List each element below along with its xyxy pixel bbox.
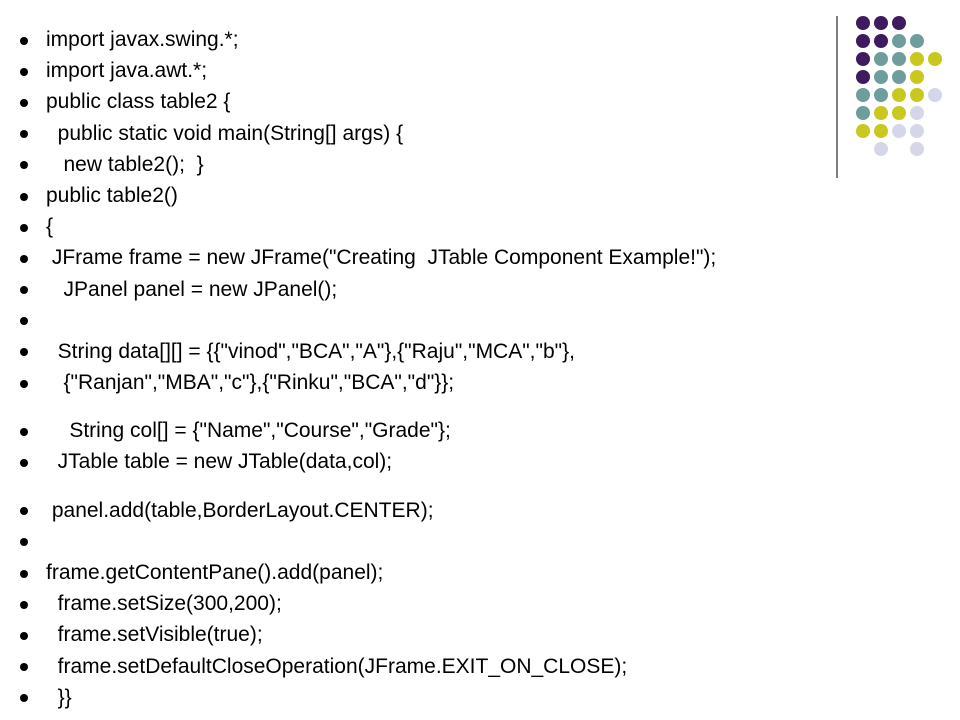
code-line-4: public static void main(String[] args) { bbox=[20, 118, 820, 149]
decorative-dot-teal bbox=[892, 70, 906, 84]
code-line-18 bbox=[20, 526, 820, 557]
decorative-dot-teal bbox=[856, 106, 870, 120]
code-text: public class table2 { bbox=[46, 90, 231, 114]
code-line-13-gap bbox=[20, 398, 820, 415]
decorative-divider-line bbox=[836, 16, 838, 178]
code-line-14: String col[] = {"Name","Course","Grade"}… bbox=[20, 415, 820, 446]
decorative-dot-teal bbox=[892, 52, 906, 66]
decorative-dot-purple bbox=[892, 16, 906, 30]
decorative-dot-teal bbox=[874, 70, 888, 84]
bullet-icon bbox=[20, 223, 28, 232]
code-bullet-list: import javax.swing.*; import java.awt.*;… bbox=[20, 24, 820, 713]
decorative-dot-yellow bbox=[928, 52, 942, 66]
decorative-dot-teal bbox=[856, 88, 870, 102]
decorative-dot-purple bbox=[856, 70, 870, 84]
decorative-dot-yellow bbox=[910, 88, 924, 102]
bullet-icon bbox=[20, 192, 28, 201]
code-line-15: JTable table = new JTable(data,col); bbox=[20, 446, 820, 477]
bullet-icon bbox=[20, 130, 28, 139]
bullet-icon bbox=[20, 36, 28, 45]
code-text: frame.setVisible(true); bbox=[46, 623, 263, 647]
code-line-5: new table2(); } bbox=[20, 149, 820, 180]
decorative-dot-purple bbox=[856, 16, 870, 30]
decorative-dot-lavender bbox=[910, 124, 924, 138]
bullet-icon bbox=[20, 600, 28, 609]
bullet-icon bbox=[20, 317, 28, 326]
code-line-7: { bbox=[20, 211, 820, 242]
code-line-17: panel.add(table,BorderLayout.CENTER); bbox=[20, 495, 820, 526]
decorative-dot-purple bbox=[856, 52, 870, 66]
decorative-dot-yellow bbox=[856, 124, 870, 138]
bullet-icon bbox=[20, 98, 28, 107]
code-line-20: frame.setSize(300,200); bbox=[20, 588, 820, 619]
code-text: }} bbox=[46, 685, 72, 709]
decorative-dot-yellow bbox=[874, 124, 888, 138]
code-line-1: import javax.swing.*; bbox=[20, 24, 820, 55]
code-text: JFrame frame = new JFrame("Creating JTab… bbox=[46, 246, 717, 270]
code-text: public static void main(String[] args) { bbox=[46, 121, 404, 145]
code-line-9: JPanel panel = new JPanel(); bbox=[20, 274, 820, 305]
code-text: String col[] = {"Name","Course","Grade"}… bbox=[46, 419, 451, 443]
code-line-21: frame.setVisible(true); bbox=[20, 619, 820, 650]
decorative-dot-purple bbox=[874, 34, 888, 48]
bullet-icon bbox=[20, 161, 28, 170]
decorative-dot-lavender bbox=[874, 142, 888, 156]
code-line-16-gap bbox=[20, 478, 820, 495]
bullet-icon bbox=[20, 379, 28, 388]
code-line-11: String data[][] = {{"vinod","BCA","A"},{… bbox=[20, 336, 820, 367]
code-line-12: {"Ranjan","MBA","c"},{"Rinku","BCA","d"}… bbox=[20, 367, 820, 398]
bullet-icon bbox=[20, 538, 28, 547]
bullet-icon bbox=[20, 694, 28, 703]
code-text: String data[][] = {{"vinod","BCA","A"},{… bbox=[46, 339, 575, 363]
decorative-dot-teal bbox=[910, 34, 924, 48]
decorative-dot-yellow bbox=[910, 70, 924, 84]
code-text: new table2(); } bbox=[46, 152, 204, 176]
code-line-6: public table2() bbox=[20, 180, 820, 211]
code-text: import java.awt.*; bbox=[46, 59, 208, 83]
bullet-icon bbox=[20, 459, 28, 468]
decorative-dot-teal bbox=[892, 34, 906, 48]
code-line-10 bbox=[20, 305, 820, 336]
decorative-dot-purple bbox=[874, 16, 888, 30]
decorative-dot-lavender bbox=[910, 142, 924, 156]
bullet-icon bbox=[20, 254, 28, 263]
code-text: JPanel panel = new JPanel(); bbox=[46, 277, 338, 301]
decorative-dot-lavender bbox=[892, 124, 906, 138]
decorative-dot-teal bbox=[874, 52, 888, 66]
code-text: panel.add(table,BorderLayout.CENTER); bbox=[46, 498, 434, 522]
code-text: frame.setDefaultCloseOperation(JFrame.EX… bbox=[46, 654, 628, 678]
code-text: frame.getContentPane().add(panel); bbox=[46, 561, 384, 584]
code-text: { bbox=[46, 215, 54, 239]
code-text: public table2() bbox=[46, 183, 178, 207]
bullet-icon bbox=[20, 631, 28, 640]
code-text: frame.setSize(300,200); bbox=[46, 592, 282, 616]
decorative-dot-purple bbox=[856, 34, 870, 48]
bullet-icon bbox=[20, 67, 28, 76]
bullet-icon bbox=[20, 507, 28, 516]
decorative-dot-yellow bbox=[892, 106, 906, 120]
bullet-icon bbox=[20, 663, 28, 672]
decorative-dot-yellow bbox=[874, 106, 888, 120]
decorative-dot-yellow bbox=[910, 52, 924, 66]
code-text: JTable table = new JTable(data,col); bbox=[46, 450, 393, 474]
code-line-22: frame.setDefaultCloseOperation(JFrame.EX… bbox=[20, 651, 820, 682]
bullet-icon bbox=[20, 286, 28, 295]
decorative-dot-teal bbox=[874, 88, 888, 102]
code-line-23: }} bbox=[20, 682, 820, 713]
code-text: {"Ranjan","MBA","c"},{"Rinku","BCA","d"}… bbox=[46, 371, 455, 395]
code-text: import javax.swing.*; bbox=[46, 28, 239, 51]
code-line-3: public class table2 { bbox=[20, 86, 820, 117]
decorative-dot-yellow bbox=[892, 88, 906, 102]
bullet-icon bbox=[20, 569, 28, 578]
code-line-2: import java.awt.*; bbox=[20, 55, 820, 86]
bullet-icon bbox=[20, 348, 28, 357]
bullet-icon bbox=[20, 427, 28, 436]
code-line-8: JFrame frame = new JFrame("Creating JTab… bbox=[20, 242, 820, 273]
decorative-dot-lavender bbox=[928, 88, 942, 102]
decorative-dot-lavender bbox=[910, 106, 924, 120]
code-line-19: frame.getContentPane().add(panel); bbox=[20, 557, 820, 588]
